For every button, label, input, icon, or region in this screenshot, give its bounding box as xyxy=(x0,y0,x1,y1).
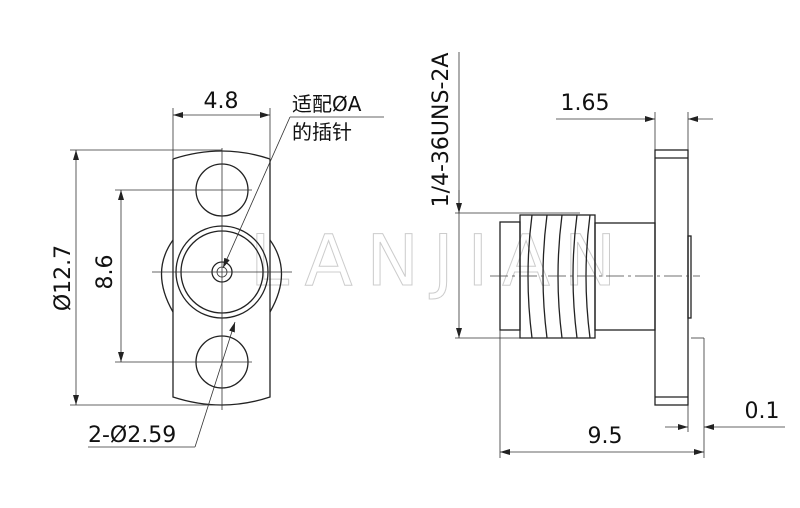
dim-hole: 2-Ø2.59 xyxy=(88,423,176,448)
side-view: 1/4-36UNS-2A 1.65 0.1 9.5 xyxy=(429,52,785,458)
dim-offset: 0.1 xyxy=(745,399,780,424)
flange-outline xyxy=(172,150,271,406)
dim-flange-thickness: 1.65 xyxy=(561,91,610,116)
side-arc-right xyxy=(269,239,283,313)
side-arc-left xyxy=(160,239,174,313)
pin-note-line2: 的插针 xyxy=(292,120,352,144)
watermark: LANJIAN xyxy=(250,220,630,302)
dim-width: 4.8 xyxy=(204,89,239,114)
pin-note-leader xyxy=(222,116,291,269)
dim-thread: 1/4-36UNS-2A xyxy=(429,53,454,208)
rear-plate xyxy=(687,235,692,319)
pin-note-line1: 适配ØA xyxy=(292,92,362,116)
hole-leader xyxy=(194,321,236,448)
dim-length: 9.5 xyxy=(588,424,623,449)
dim-hole-spacing: 8.6 xyxy=(93,255,118,290)
flange-side xyxy=(654,149,689,406)
front-view: 4.8 适配ØA 的插针 Ø12.7 8.6 2-Ø2.59 xyxy=(51,89,384,448)
dim-diameter: Ø12.7 xyxy=(51,245,76,311)
